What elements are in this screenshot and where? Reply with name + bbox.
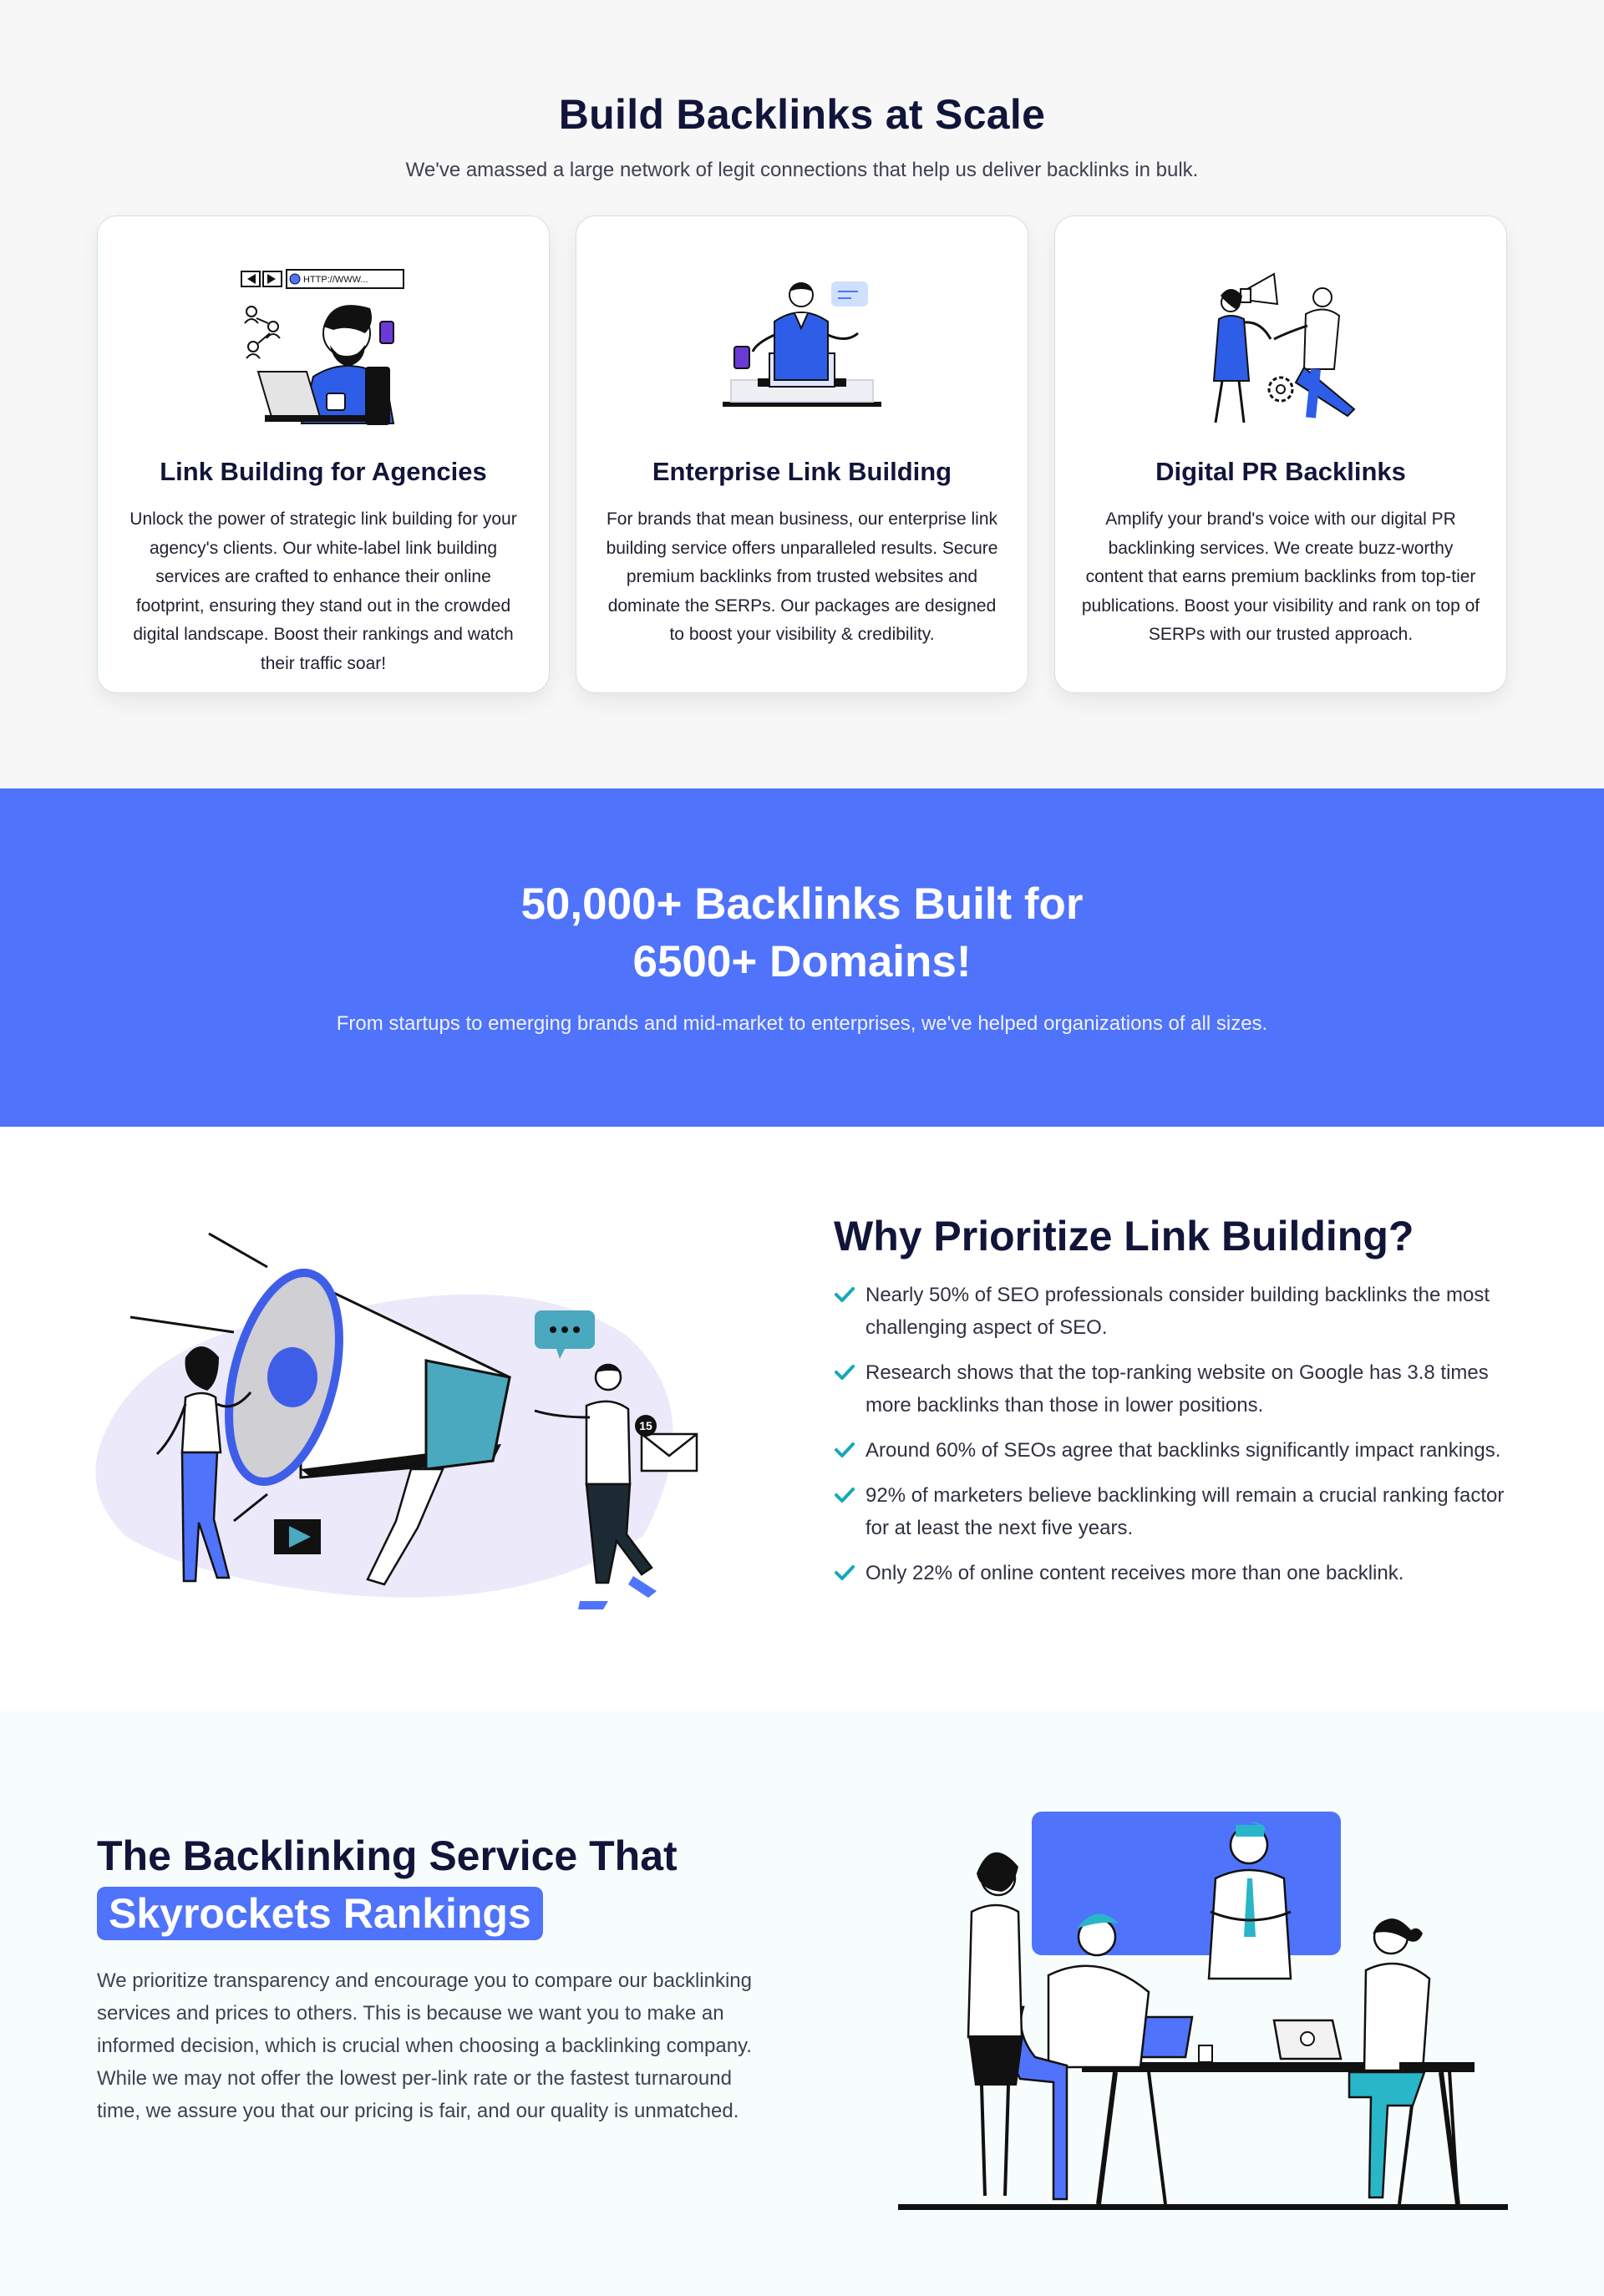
- service-title-highlight: Skyrockets Rankings: [97, 1887, 543, 1940]
- notification-count: 15: [639, 1419, 652, 1432]
- enterprise-illustration: [602, 253, 1002, 442]
- card-digital-pr-text: Amplify your brand's voice with our digi…: [1081, 509, 1480, 644]
- list-item-text: 92% of marketers believe backlinking wil…: [865, 1484, 1505, 1539]
- play-icon: [274, 1519, 321, 1554]
- list-item: Research shows that the top-ranking webs…: [834, 1356, 1519, 1422]
- build-backlinks-section: Build Backlinks at Scale We've amassed a…: [0, 0, 1604, 788]
- service-content: The Backlinking Service That Skyrockets …: [97, 1828, 765, 2127]
- card-enterprise-text: For brands that mean business, our enter…: [606, 509, 998, 644]
- card-digital-pr-title: Digital PR Backlinks: [1155, 457, 1406, 486]
- why-section: 15 Why Prior: [0, 1127, 1604, 1711]
- laptop-icon: [1135, 2015, 1343, 2060]
- card-agencies[interactable]: HTTP://WWW...: [97, 215, 550, 693]
- megaphone-icon: [1240, 272, 1279, 306]
- why-stats-list: Nearly 50% of SEO professionals consider…: [834, 1279, 1519, 1589]
- build-section-title: Build Backlinks at Scale: [558, 91, 1046, 138]
- phone-icon: [733, 346, 750, 369]
- card-digital-pr[interactable]: Digital PR Backlinks Amplify your brand'…: [1054, 215, 1507, 693]
- gear-icon: [1267, 376, 1294, 403]
- check-icon: [835, 1442, 855, 1457]
- stats-subtitle: From startups to emerging brands and mid…: [336, 1012, 1268, 1035]
- digital-pr-illustration: [1080, 253, 1481, 442]
- arrow-right-icon: [267, 274, 276, 284]
- laptop-icon: [256, 371, 365, 422]
- list-item: Only 22% of online content receives more…: [834, 1557, 1519, 1589]
- globe-icon: [289, 273, 301, 285]
- chat-bubble-icon: [831, 281, 868, 307]
- envelope-icon: 15: [635, 1415, 698, 1472]
- stats-title-line2: 6500+ Domains!: [632, 937, 972, 986]
- list-item-text: Nearly 50% of SEO professionals consider…: [865, 1284, 1490, 1339]
- service-text: We prioritize transparency and encourage…: [97, 1969, 752, 2122]
- list-item-text: Only 22% of online content receives more…: [865, 1562, 1404, 1584]
- check-icon: [835, 1565, 855, 1580]
- stats-title-line1: 50,000+ Backlinks Built for: [520, 879, 1084, 929]
- chat-bubble-icon: [535, 1310, 595, 1359]
- phone-icon: [379, 321, 394, 344]
- list-item-text: Around 60% of SEOs agree that backlinks …: [865, 1439, 1501, 1462]
- stats-banner: 50,000+ Backlinks Built for 6500+ Domain…: [0, 788, 1604, 1127]
- megaphone-illustration: 15: [92, 1219, 710, 1619]
- card-enterprise-title: Enterprise Link Building: [652, 457, 952, 486]
- arrow-left-icon: [247, 274, 256, 284]
- check-icon: [835, 1287, 855, 1302]
- stats-title: 50,000+ Backlinks Built for 6500+ Domain…: [0, 875, 1604, 991]
- agency-illustration: HTTP://WWW...: [123, 253, 524, 442]
- why-content: Why Prioritize Link Building? Nearly 50%…: [834, 1212, 1519, 1602]
- list-item: Around 60% of SEOs agree that backlinks …: [834, 1434, 1519, 1467]
- build-section-subtitle: We've amassed a large network of legit c…: [405, 159, 1199, 181]
- meeting-illustration: [898, 1812, 1516, 2212]
- why-title: Why Prioritize Link Building?: [834, 1213, 1414, 1260]
- list-item-text: Research shows that the top-ranking webs…: [865, 1361, 1489, 1417]
- service-title-line1: The Backlinking Service That: [97, 1832, 678, 1879]
- service-cards: HTTP://WWW...: [97, 215, 1507, 693]
- card-enterprise[interactable]: Enterprise Link Building For brands that…: [576, 215, 1028, 693]
- megaphone-icon: [225, 1268, 511, 1487]
- list-item: 92% of marketers believe backlinking wil…: [834, 1479, 1519, 1544]
- service-section: The Backlinking Service That Skyrockets …: [0, 1711, 1604, 2296]
- service-title: The Backlinking Service That Skyrockets …: [97, 1828, 765, 1941]
- list-item: Nearly 50% of SEO professionals consider…: [834, 1279, 1519, 1344]
- card-agencies-title: Link Building for Agencies: [160, 457, 487, 486]
- browser-url-text: HTTP://WWW...: [303, 275, 368, 285]
- browser-bar: HTTP://WWW...: [241, 269, 404, 289]
- check-icon: [835, 1488, 855, 1503]
- check-icon: [835, 1365, 855, 1380]
- card-agencies-text: Unlock the power of strategic link build…: [129, 509, 517, 673]
